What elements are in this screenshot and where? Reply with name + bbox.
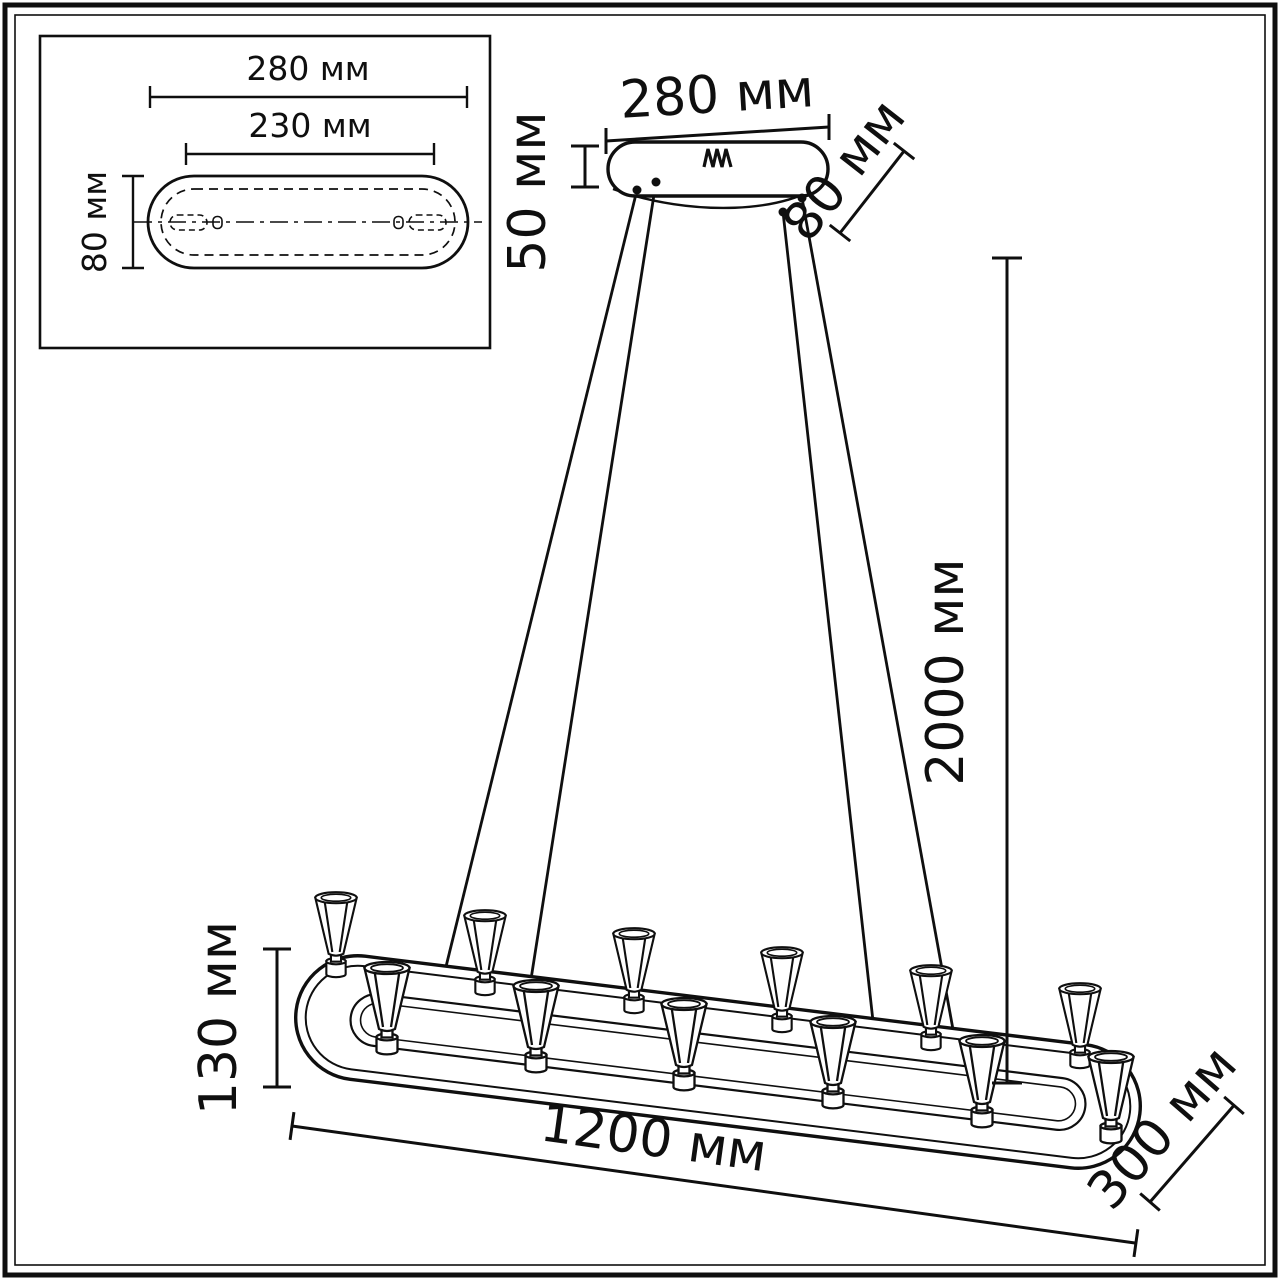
- dim-cable-length: 2000 мм: [916, 256, 1022, 1085]
- dimension-line: [838, 150, 906, 234]
- ring-outer-inner-line: [304, 964, 1132, 1160]
- canopy-height-label: 50 мм: [498, 111, 558, 272]
- dimension-tick: [828, 223, 852, 243]
- dimension-tick: [1139, 1192, 1161, 1212]
- cable: [800, 197, 964, 1080]
- inner-border: [14, 14, 1266, 1266]
- canopy-width-label: 280 мм: [618, 59, 816, 131]
- inset-box: [38, 34, 492, 350]
- inset-mount-spacing-label: 230 мм: [248, 106, 371, 145]
- dimension-line: [605, 125, 830, 143]
- dimension-tick: [288, 1111, 296, 1141]
- ceiling-canopy: [606, 140, 830, 217]
- dim-canopy-width: 280 мм: [604, 59, 831, 154]
- cable-anchor-dot: [797, 193, 807, 203]
- inset-dim-mount-spacing: 230 мм: [184, 106, 436, 165]
- dim-canopy-height: 50 мм: [498, 111, 599, 273]
- dim-fixture-height: 130 мм: [189, 921, 291, 1115]
- canopy-body: [606, 140, 830, 198]
- mount-hole-right: [393, 215, 404, 230]
- cable: [438, 189, 639, 992]
- inset-dim-depth: 80 мм: [75, 171, 144, 273]
- mount-hole-left: [212, 215, 223, 230]
- inset-dim-outer-width: 280 мм: [148, 49, 469, 108]
- mount-slot-left: [169, 214, 208, 231]
- dimension-tick: [892, 141, 916, 161]
- dimension-tick: [1132, 1229, 1140, 1258]
- cable-anchor-dot: [778, 207, 788, 217]
- canopy-top-view: [134, 174, 482, 270]
- inset-top-view: 280 мм 230 мм 80 мм: [38, 34, 492, 350]
- cable-anchor-dot: [632, 185, 642, 195]
- cable-anchor-dot: [651, 177, 661, 187]
- dimension-line: [291, 1124, 1137, 1245]
- mount-slot-right: [408, 214, 447, 231]
- cable-length-label: 2000 мм: [916, 558, 976, 785]
- fixture-height-label: 130 мм: [189, 921, 249, 1115]
- suspension-cables: [438, 181, 964, 1080]
- cable: [781, 211, 879, 1058]
- hanging-hook-icon: [702, 148, 733, 168]
- dimension-line: [1148, 1104, 1236, 1203]
- ring-opening-inner-line: [359, 1002, 1077, 1122]
- canopy-hidden-edge: [160, 188, 456, 256]
- dimension-tick: [1223, 1095, 1245, 1116]
- cable: [519, 181, 658, 1044]
- inset-depth-label: 80 мм: [75, 171, 114, 273]
- inset-outer-width-label: 280 мм: [246, 49, 369, 88]
